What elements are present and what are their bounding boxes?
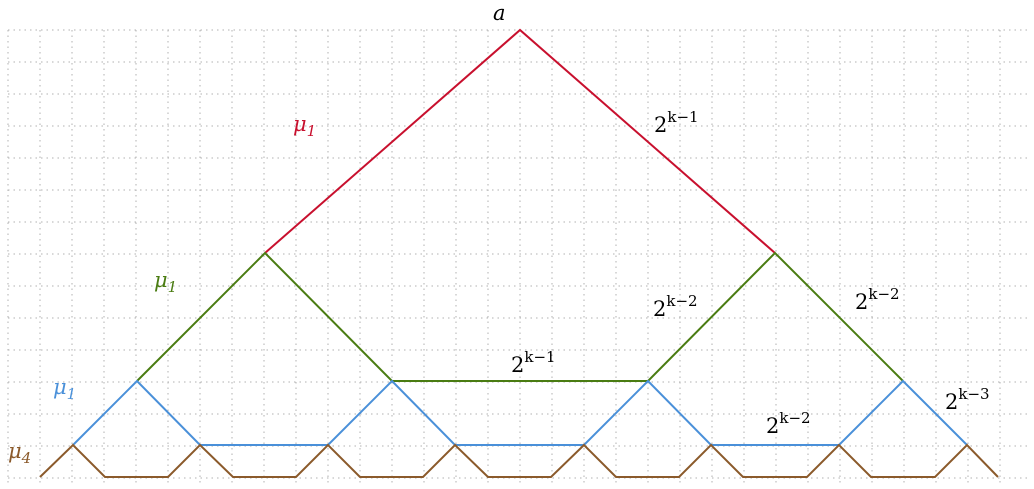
edge-top-right-label: 2k−1: [654, 108, 699, 137]
second-level-left-path: [136, 251, 904, 382]
third-level-path: [72, 379, 968, 446]
top-level-path: [264, 28, 776, 254]
apex-label: a: [493, 1, 506, 25]
edge-third-right-label: 2k−3: [945, 385, 990, 414]
mu-bottom-label: μ4: [8, 439, 31, 467]
mu-third-label: μ1: [53, 375, 76, 403]
edge-middle-flat-label: 2k−1: [511, 348, 556, 377]
bottom-level-path: [39, 443, 999, 478]
edge-second-inner-label: 2k−2: [653, 292, 698, 321]
mu-second-label: μ1: [154, 268, 177, 296]
edge-third-flat-label: 2k−2: [766, 409, 811, 438]
dotted-grid: [7, 29, 1030, 486]
mu-top-label: μ1: [293, 112, 316, 140]
edge-second-outer-label: 2k−2: [855, 285, 900, 314]
